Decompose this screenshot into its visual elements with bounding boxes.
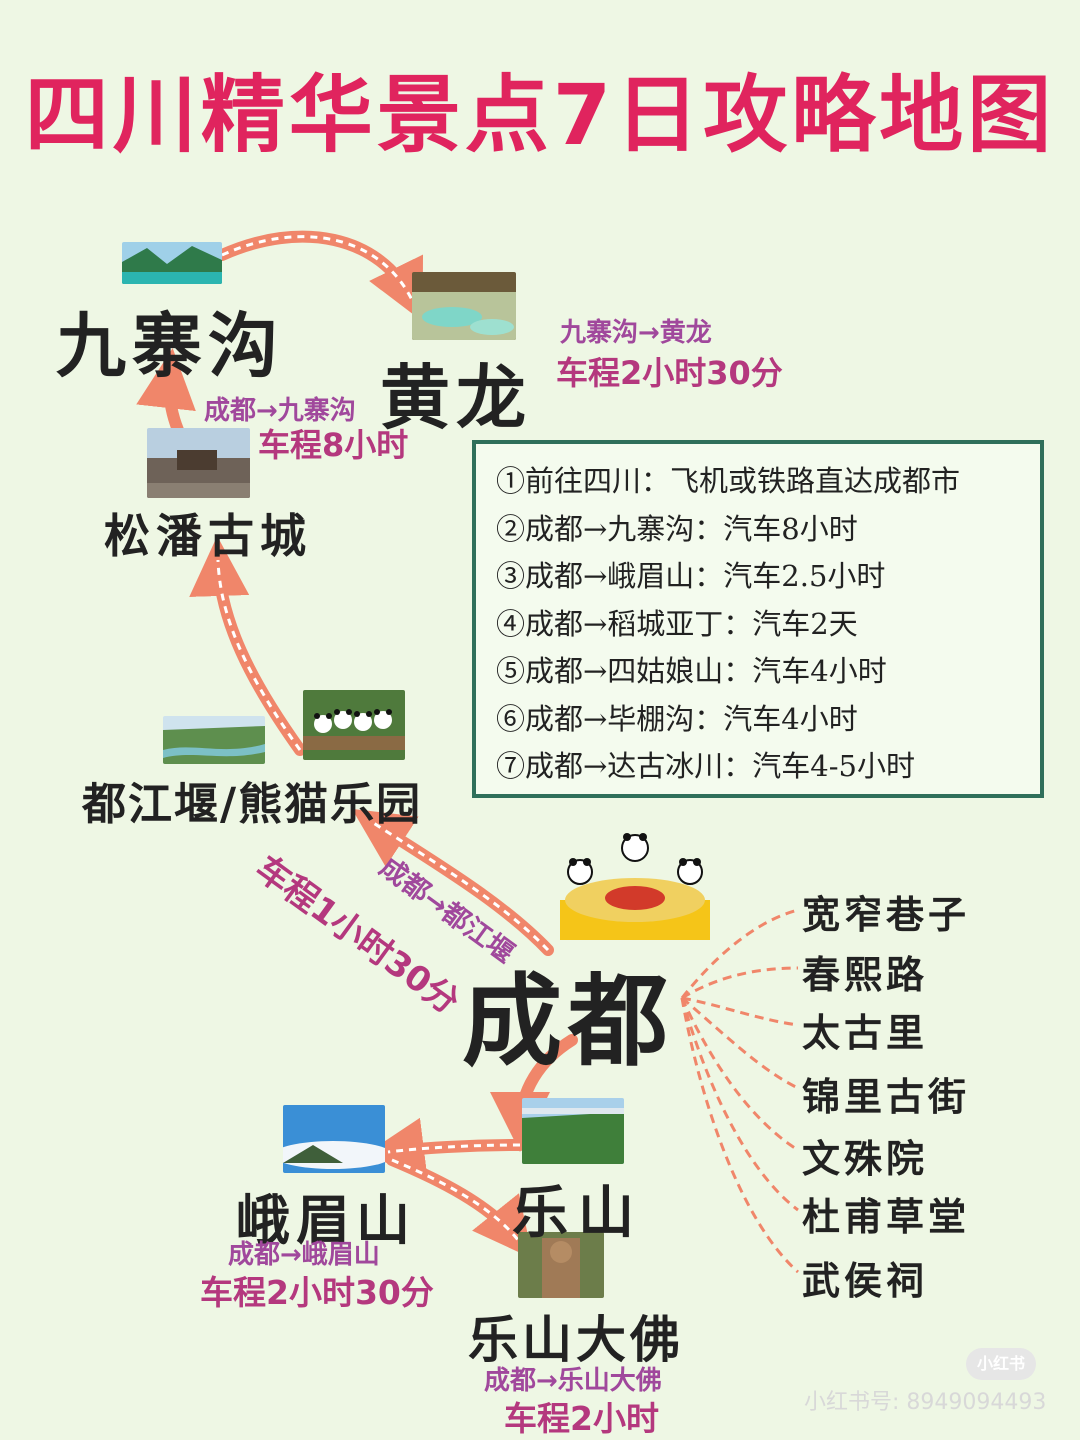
info-item: ②成都→九寨沟：汽车8小时 — [496, 511, 858, 546]
info-item: ⑥成都→毕棚沟：汽车4小时 — [496, 701, 858, 736]
route-cd-lsdf: 成都→乐山大佛 — [484, 1366, 662, 1396]
info-item: ③成都→峨眉山：汽车2.5小时 — [496, 559, 886, 593]
spot-wuhou-ci: 武侯祠 — [802, 1258, 929, 1303]
arrow-sp-jzg — [136, 348, 196, 436]
leshan-photo — [522, 1098, 624, 1164]
spot-jinli: 锦里古街 — [802, 1074, 971, 1119]
spot-kuanzhai-xiangzi: 宽窄巷子 — [802, 892, 971, 937]
dujiangyan-photo — [163, 716, 265, 764]
spot-connectors — [680, 908, 800, 1274]
watermark-id: 小红书号: 8949094493 — [804, 1390, 1047, 1415]
place-jiuzhaigou: 九寨沟 — [56, 304, 284, 387]
time-cd-jzg: 车程8小时 — [258, 426, 409, 464]
time-cd-ems: 车程2小时30分 — [200, 1273, 434, 1312]
place-songpan: 松潘古城 — [104, 509, 312, 563]
panda-photo — [303, 690, 405, 760]
spot-chunxi-road: 春熙路 — [802, 952, 929, 997]
huanglong-photo — [412, 272, 516, 340]
time-jzg-hl: 车程2小时30分 — [556, 354, 783, 392]
jiuzhaigou-photo — [122, 242, 222, 284]
emeishan-photo — [283, 1105, 385, 1173]
hotpot-panda-illustration — [560, 830, 710, 940]
spot-wenshu-yuan: 文殊院 — [802, 1136, 929, 1181]
place-dujiangyan: 都江堰/熊猫乐园 — [82, 779, 423, 830]
time-cd-lsdf: 车程2小时 — [504, 1399, 659, 1438]
songpan-photo — [147, 428, 250, 498]
place-emeishan: 峨眉山 — [236, 1188, 416, 1252]
route-jzg-hl: 九寨沟→黄龙 — [560, 318, 712, 348]
route-cd-jzg: 成都→九寨沟 — [204, 396, 356, 426]
arrow-cd-ls — [490, 1034, 578, 1152]
place-huanglong: 黄龙 — [380, 356, 532, 439]
place-chengdu: 成都 — [462, 962, 674, 1080]
place-leshan: 乐山 — [512, 1180, 644, 1246]
spot-dufu-caotang: 杜甫草堂 — [802, 1194, 971, 1239]
info-item: ⑤成都→四姑娘山：汽车4小时 — [496, 654, 887, 688]
page-title: 四川精华景点7日攻略地图 — [24, 66, 1056, 164]
transport-info-list: ①前往四川：飞机或铁路直达成都市 ②成都→九寨沟：汽车8小时 ③成都→峨眉山：汽… — [476, 444, 1040, 791]
leshan-buddha-photo — [518, 1232, 604, 1298]
transport-info-box: ①前往四川：飞机或铁路直达成都市 ②成都→九寨沟：汽车8小时 ③成都→峨眉山：汽… — [472, 440, 1044, 798]
watermark-logo: 小红书 — [966, 1348, 1036, 1380]
spot-taikoo-li: 太古里 — [802, 1010, 929, 1055]
route-cd-ems: 成都→峨眉山 — [228, 1240, 380, 1270]
info-item: ⑦成都→达古冰川：汽车4-5小时 — [496, 749, 915, 783]
place-leshan-buddha: 乐山大佛 — [468, 1310, 684, 1369]
info-item: ④成都→稻城亚丁：汽车2天 — [496, 606, 858, 641]
info-item: ①前往四川：飞机或铁路直达成都市 — [496, 464, 961, 498]
